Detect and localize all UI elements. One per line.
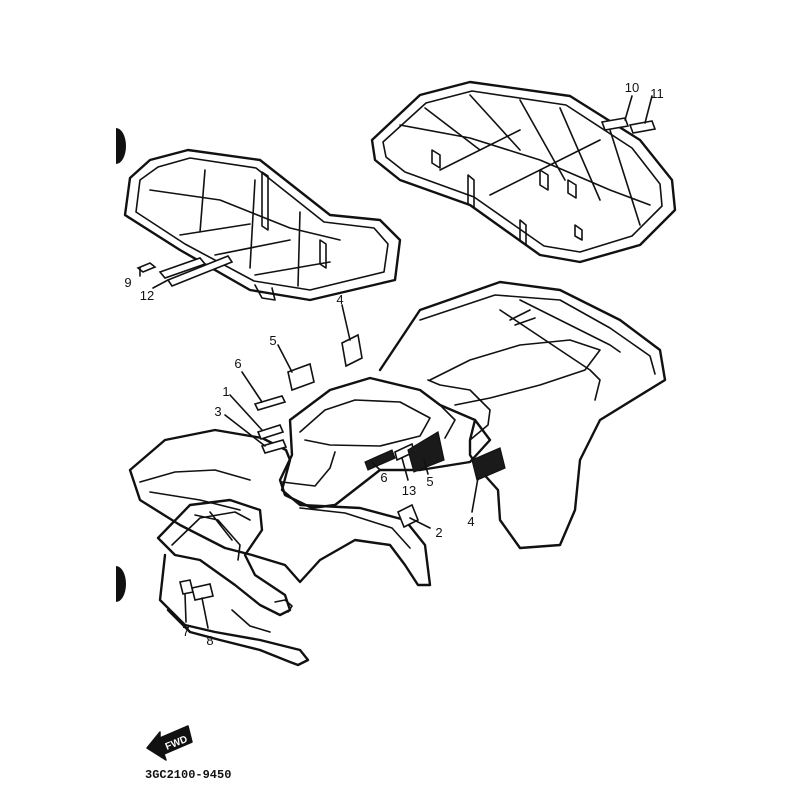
callout-2: 2 bbox=[435, 525, 442, 540]
decal-12 bbox=[158, 257, 207, 279]
callout-7: 7 bbox=[182, 624, 189, 639]
decal-5-lower bbox=[407, 431, 445, 473]
decal-8 bbox=[191, 583, 214, 601]
callout-5-lower: 5 bbox=[426, 474, 433, 489]
callout-3: 3 bbox=[214, 404, 221, 419]
callout-10: 10 bbox=[625, 80, 639, 95]
callout-13: 13 bbox=[402, 483, 416, 498]
fwd-arrow-icon: FWD bbox=[146, 725, 193, 761]
front-carrier bbox=[123, 148, 402, 302]
callout-12: 12 bbox=[140, 288, 154, 303]
callout-6-upper: 6 bbox=[234, 356, 241, 371]
binder-mark-top bbox=[116, 128, 126, 164]
callout-4-upper: 4 bbox=[336, 292, 343, 307]
callout-labels: 10 11 9 12 4 5 6 1 3 6 13 5 2 4 7 8 bbox=[124, 80, 663, 648]
decal-1 bbox=[256, 424, 285, 440]
callout-1: 1 bbox=[222, 384, 229, 399]
decal-7 bbox=[179, 579, 194, 595]
decal-4-upper bbox=[341, 333, 363, 368]
decal-6-upper bbox=[253, 395, 287, 411]
front-guard bbox=[156, 498, 310, 667]
binder-mark-bottom bbox=[116, 566, 126, 602]
rear-carrier bbox=[370, 80, 677, 264]
decal-5-upper bbox=[287, 362, 315, 392]
callout-8: 8 bbox=[206, 633, 213, 648]
decal-4-lower bbox=[471, 447, 506, 481]
decal-11 bbox=[628, 120, 657, 134]
callout-5-upper: 5 bbox=[269, 333, 276, 348]
decal-3 bbox=[260, 439, 288, 454]
decal-12b bbox=[166, 255, 234, 287]
callout-6-lower: 6 bbox=[380, 470, 387, 485]
decals bbox=[136, 117, 657, 601]
drawing-code: 3GC2100-9450 bbox=[145, 768, 231, 782]
center-body bbox=[278, 376, 492, 510]
decal-10 bbox=[600, 117, 630, 131]
decal-9 bbox=[136, 262, 157, 273]
callout-4-lower: 4 bbox=[467, 514, 474, 529]
leader-lines bbox=[139, 95, 653, 629]
decal-6-lower bbox=[364, 449, 396, 471]
callout-9: 9 bbox=[124, 275, 131, 290]
callout-11: 11 bbox=[650, 86, 664, 101]
decal-2 bbox=[396, 503, 420, 529]
